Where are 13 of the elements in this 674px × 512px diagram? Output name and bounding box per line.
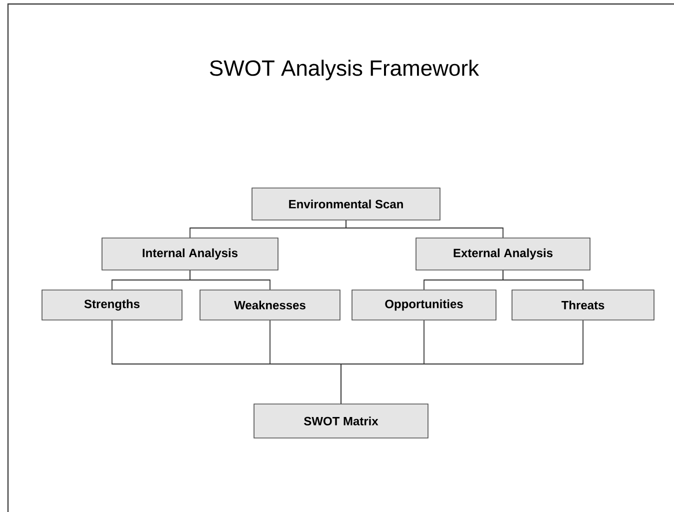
connector-line: [190, 270, 270, 290]
process-box: SWOT Matrix: [254, 404, 428, 438]
process-box: Strengths: [42, 290, 182, 320]
process-box: Threats: [512, 290, 654, 320]
process-box: Internal Analysis: [102, 238, 278, 270]
process-box: Environmental Scan: [252, 188, 440, 220]
process-box: Weaknesses: [200, 290, 340, 320]
title: SWOT Analysis Framework: [210, 60, 480, 80]
connector-line: [502, 270, 584, 290]
connector-line: [340, 320, 584, 404]
process-box: Opportunities: [352, 290, 496, 320]
process-box: External Analysis: [416, 238, 590, 270]
connector-line: [346, 220, 504, 238]
